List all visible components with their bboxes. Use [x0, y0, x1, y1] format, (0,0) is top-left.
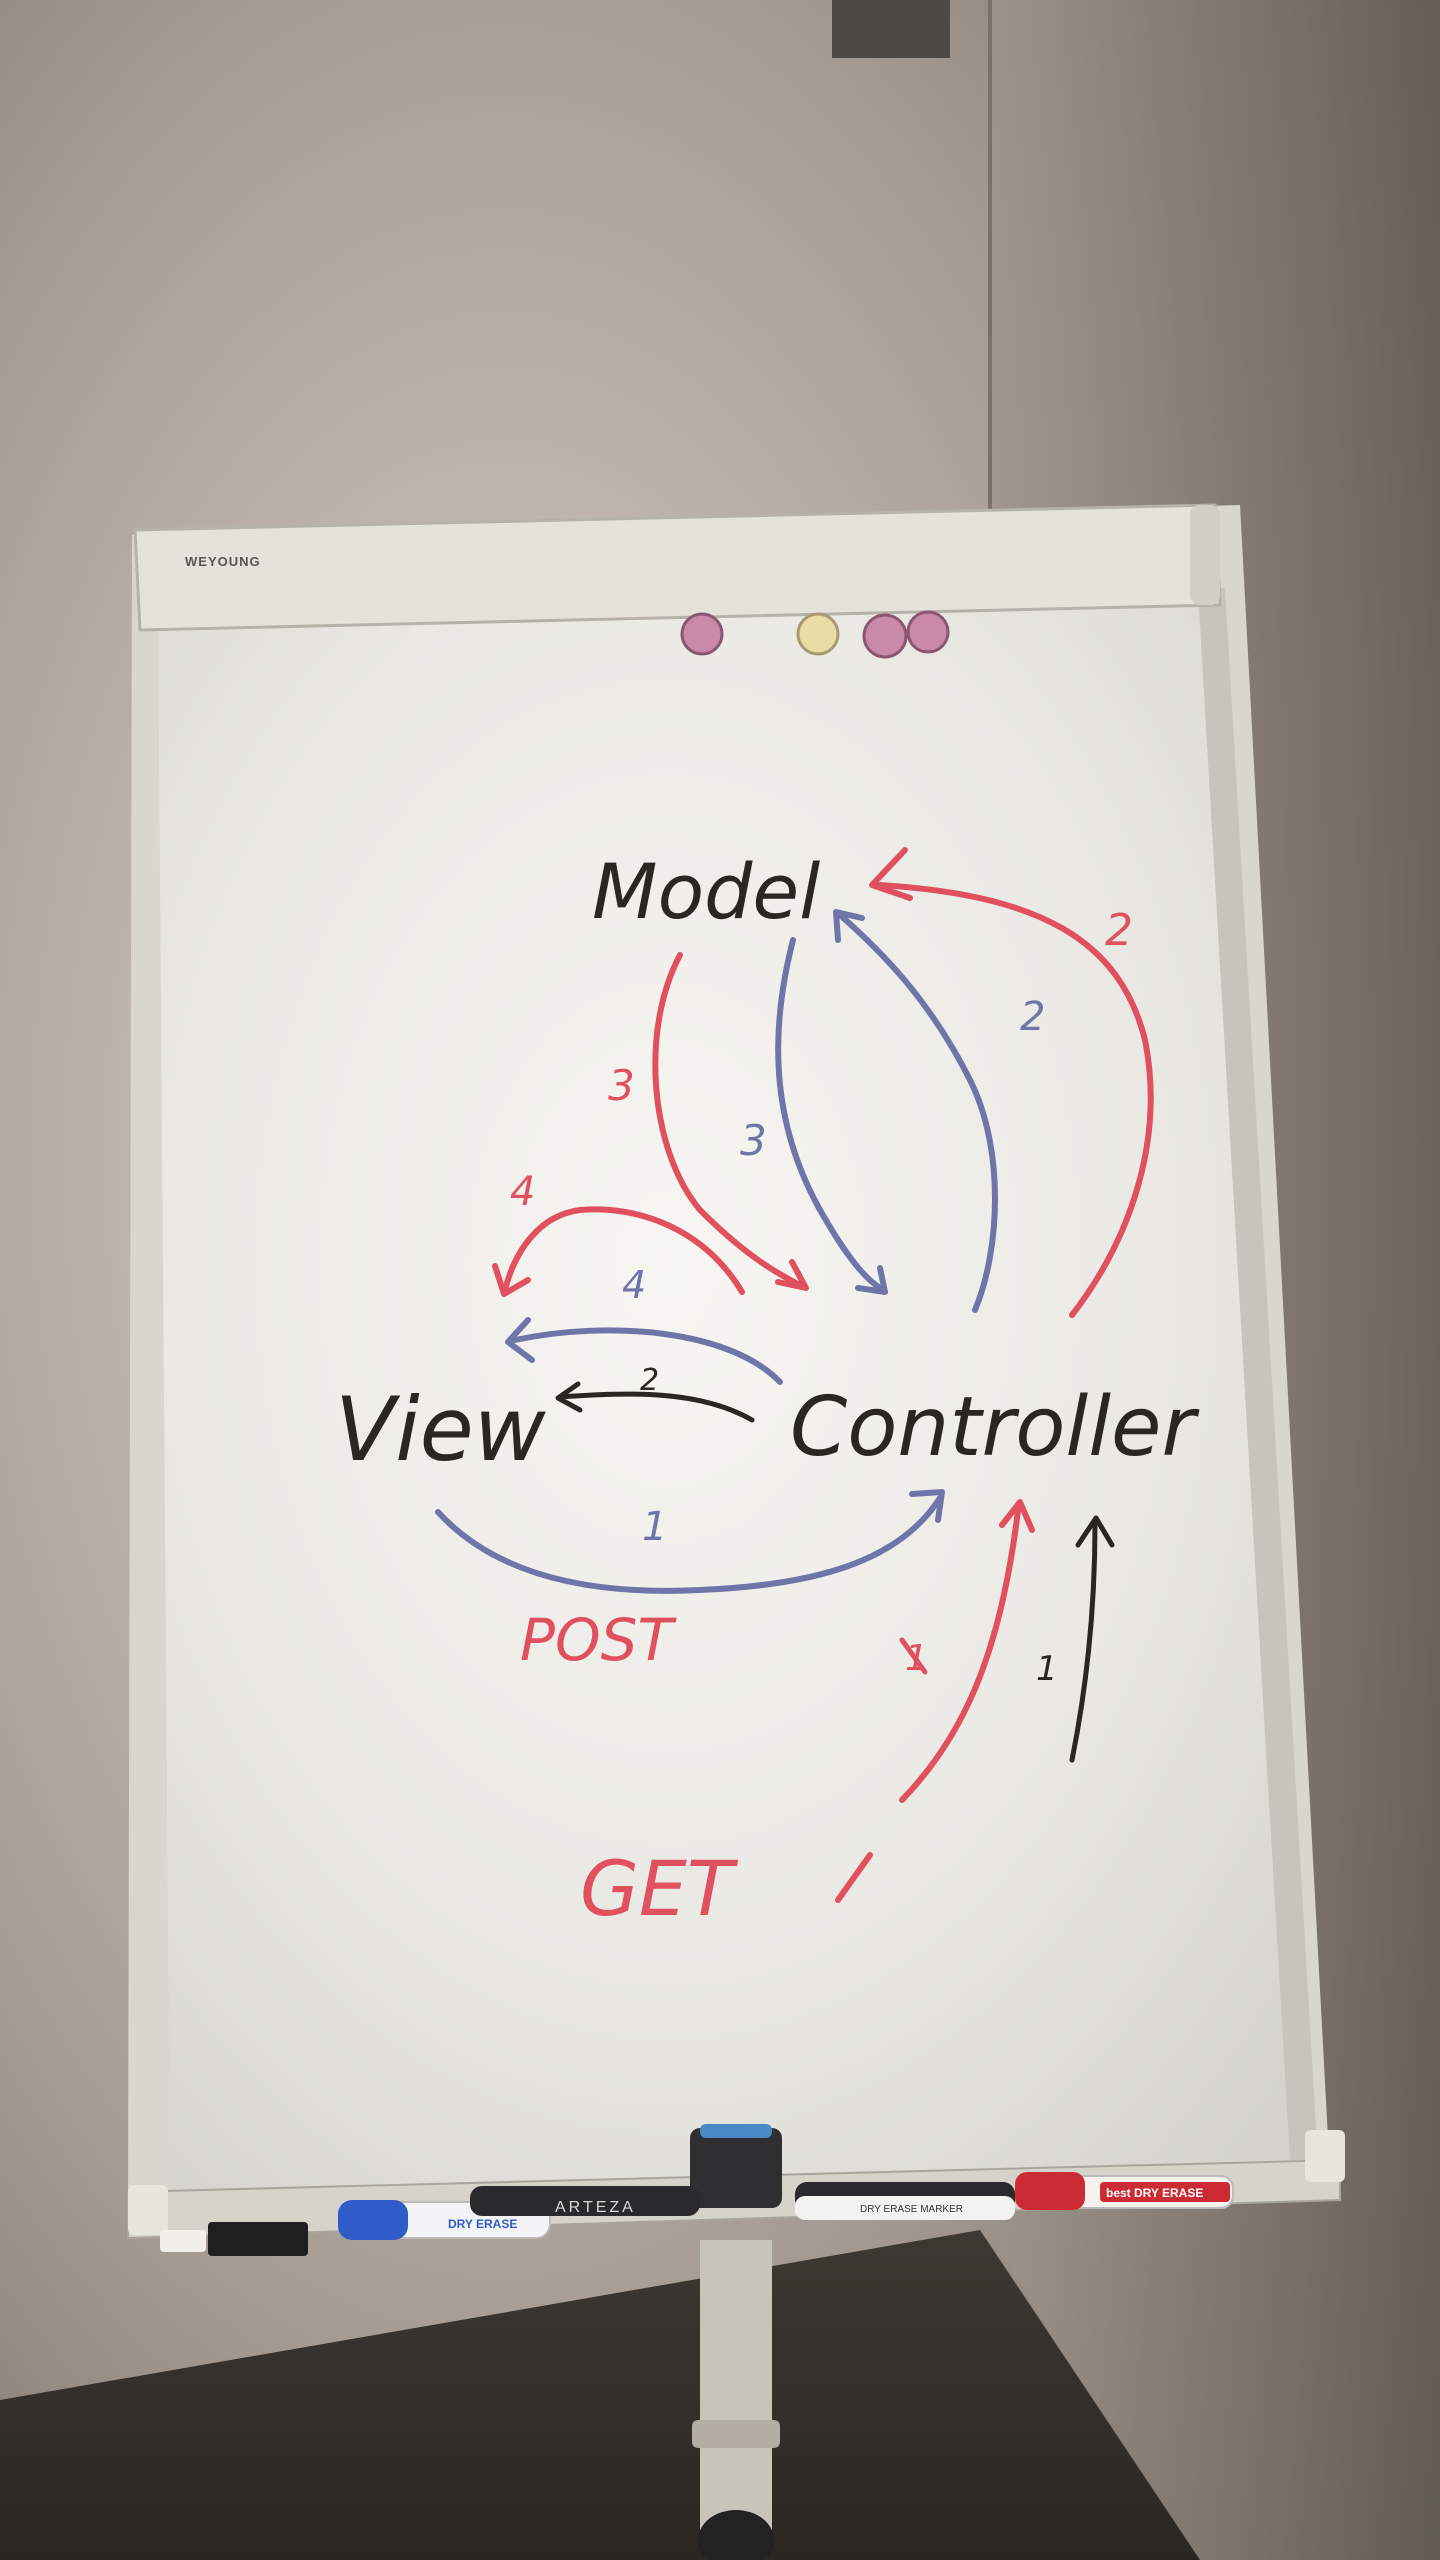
arrow-number: 2 — [640, 1363, 659, 1398]
blue-arrowhead — [505, 1317, 535, 1363]
red-arrow-1 — [899, 1507, 1021, 1803]
black-arrow-1 — [1069, 1522, 1098, 1763]
blue-arrow-4 — [512, 1327, 783, 1385]
red-tick-mark — [835, 1852, 873, 1903]
eraser-cap — [700, 2124, 772, 2138]
marker-label: DRY ERASE MARKER — [860, 2204, 963, 2215]
red-arrowhead — [775, 1259, 809, 1291]
blue-arrow-3 — [775, 937, 883, 1291]
red-arrow-2 — [877, 882, 1154, 1318]
arrow-number: 2 — [1105, 905, 1133, 956]
arrow-number: 4 — [622, 1263, 646, 1307]
arrow-number: 4 — [510, 1169, 535, 1215]
red-marker-label-band — [1100, 2182, 1230, 2202]
board-right-edge — [1198, 588, 1318, 2160]
wall-fixture — [832, 0, 950, 58]
black-arrow-2 — [557, 1391, 755, 1423]
arrow-number: 3 — [740, 1116, 767, 1165]
magnet-yellow — [796, 612, 840, 656]
label-post: POST — [520, 1606, 677, 1674]
black-marker-body — [795, 2196, 1015, 2220]
marker-label: ARTEZA — [555, 2199, 636, 2216]
red-tick-mark — [899, 1637, 928, 1675]
stand-clamp — [692, 2420, 780, 2448]
blue-arrowhead — [909, 1489, 945, 1523]
eraser — [690, 2128, 782, 2208]
red-marker-cap — [1015, 2172, 1085, 2210]
arrow-number: 1 — [905, 1638, 928, 1679]
red-arrowhead — [999, 1499, 1035, 1533]
arrow-number: 1 — [1036, 1649, 1058, 1689]
black-marker — [470, 2186, 700, 2216]
label-view: View — [335, 1378, 547, 1481]
blue-arrow-1 — [435, 1495, 943, 1594]
black-arrowhead — [555, 1381, 583, 1413]
tray-endcap-right — [1305, 2130, 1345, 2182]
board-surface — [158, 590, 1290, 2190]
stand-foot — [698, 2510, 774, 2560]
red-arrow-4 — [502, 1206, 745, 1295]
brand-label: WEYOUNG — [185, 554, 261, 569]
blue-arrowhead — [855, 1265, 888, 1295]
arrow-number: 1 — [642, 1504, 667, 1550]
red-arrow-3 — [652, 952, 803, 1288]
arrow-number: 3 — [608, 1061, 635, 1110]
blue-arrow-2 — [837, 912, 998, 1313]
marker-label: best DRY ERASE — [1106, 2186, 1203, 2200]
black-arrowhead — [1075, 1515, 1115, 1548]
tray-endcap-left — [128, 2185, 168, 2235]
black-eraser-block — [208, 2222, 308, 2256]
red-arrowhead — [869, 847, 913, 901]
stand-pole — [700, 2240, 772, 2540]
marker-label: DRY ERASE — [448, 2217, 517, 2231]
label-get: GET — [580, 1844, 739, 1933]
arrow-number: 2 — [1020, 994, 1045, 1040]
tray-clip — [160, 2230, 206, 2252]
magnet-pink — [680, 612, 724, 656]
magnet-pink — [862, 613, 908, 659]
carpet-floor — [0, 2230, 1200, 2560]
red-arrowhead — [492, 1263, 531, 1297]
header-endcap-right — [1190, 505, 1220, 605]
label-model: Model — [592, 847, 820, 936]
label-controller: Controller — [790, 1380, 1199, 1475]
blue-arrowhead — [833, 909, 865, 943]
magnet-pink — [906, 610, 950, 654]
blue-marker-cap — [338, 2200, 408, 2240]
board-header-bar — [133, 503, 1222, 632]
